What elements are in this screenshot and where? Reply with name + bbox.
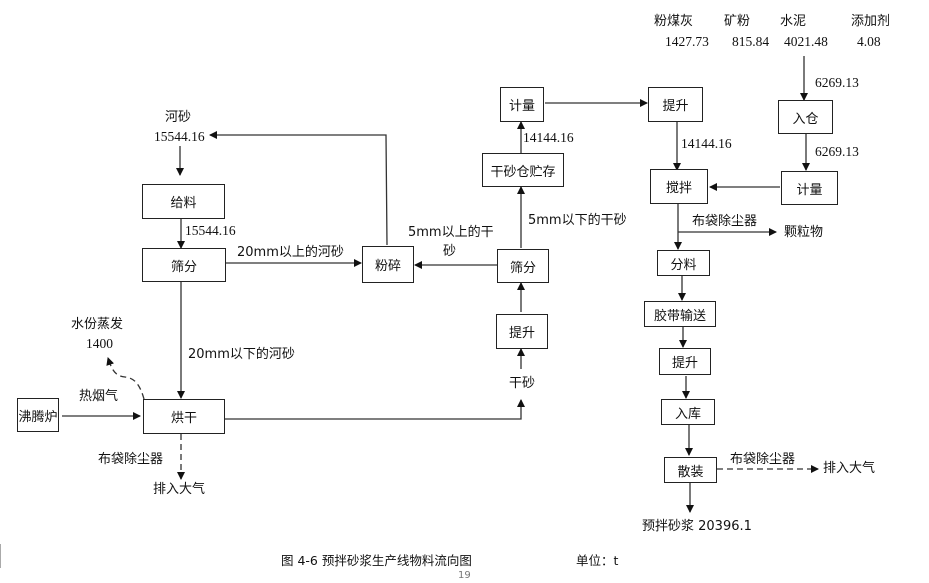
raw-material-amount: 4021.48 (784, 34, 828, 49)
label-silo-amount: 6269.13 (815, 144, 859, 159)
node-silo[interactable]: 入仓 (778, 100, 833, 134)
edge-dry-to-dry-sand (225, 399, 525, 420)
label-bulk-exhaust: 排入大气 (823, 461, 876, 476)
node-crush[interactable]: 粉碎 (362, 246, 414, 283)
label-under-5mm: 5mm以下的干砂 (528, 213, 627, 228)
label-particulates: 颗粒物 (784, 225, 824, 240)
river-sand-label: 河砂 (165, 110, 192, 125)
label-feed-amount: 15544.16 (185, 223, 236, 238)
raw-material-name: 粉煤灰 (654, 14, 694, 29)
raw-material-amount: 1427.73 (665, 34, 709, 49)
raw-material-name: 矿粉 (724, 14, 751, 29)
label-mix-baghouse: 布袋除尘器 (692, 214, 758, 229)
label-product-output: 预拌砂浆 20396.1 (642, 519, 752, 534)
node-screen-1[interactable]: 筛分 (142, 248, 226, 282)
river-sand-amount: 15544.16 (154, 129, 205, 144)
raw-material-amount: 4.08 (857, 34, 881, 49)
node-lift-2[interactable]: 提升 (648, 87, 703, 122)
label-binder-amount: 6269.13 (815, 75, 859, 90)
label-lift-amount: 14144.16 (681, 136, 732, 151)
node-feed[interactable]: 给料 (142, 184, 225, 219)
node-bulk-packing[interactable]: 散装 (664, 457, 717, 483)
node-meter-1[interactable]: 计量 (500, 87, 544, 122)
label-dry-baghouse: 布袋除尘器 (98, 452, 164, 467)
node-distribute[interactable]: 分料 (657, 250, 710, 276)
figure-caption: 图 4-6 预拌砂浆生产线物料流向图 (281, 553, 472, 568)
raw-material-name: 水泥 (780, 14, 807, 29)
label-storage-amount: 14144.16 (523, 130, 574, 145)
label-dry-sand: 干砂 (509, 376, 536, 391)
node-lift-1[interactable]: 提升 (496, 314, 548, 349)
node-mix[interactable]: 搅拌 (650, 169, 708, 204)
node-meter-2[interactable]: 计量 (781, 171, 838, 205)
label-moisture-evaporation: 水份蒸发 (71, 317, 124, 332)
node-belt-conveyor[interactable]: 胶带输送 (644, 301, 716, 327)
label-over-5mm: 5mm以上的干 (408, 225, 494, 240)
label-dry-exhaust: 排入大气 (153, 482, 206, 497)
page-margin-marker (0, 544, 1, 568)
edge-crush-to-sand (209, 131, 388, 246)
node-lift-3[interactable]: 提升 (659, 348, 711, 375)
raw-material-amount: 815.84 (732, 34, 770, 49)
label-bulk-baghouse: 布袋除尘器 (730, 452, 796, 467)
edge-dry-to-moisture (106, 357, 145, 400)
node-warehouse[interactable]: 入库 (661, 399, 715, 425)
label-moisture-amount: 1400 (86, 336, 113, 351)
node-dry-sand-storage[interactable]: 干砂仓贮存 (482, 153, 564, 187)
figure-unit: 单位：t (576, 553, 619, 568)
label-under-20mm: 20mm以下的河砂 (188, 347, 295, 362)
label-hot-flue-gas: 热烟气 (79, 389, 119, 404)
raw-material-name: 添加剂 (851, 14, 891, 29)
label-over-5mm-cont: 砂 (443, 244, 457, 259)
label-over-20mm: 20mm以上的河砂 (237, 245, 344, 260)
node-screen-2[interactable]: 筛分 (497, 249, 549, 283)
node-dry[interactable]: 烘干 (143, 399, 225, 434)
node-boiler[interactable]: 沸腾炉 (17, 398, 59, 432)
page-number: 19 (458, 570, 471, 581)
